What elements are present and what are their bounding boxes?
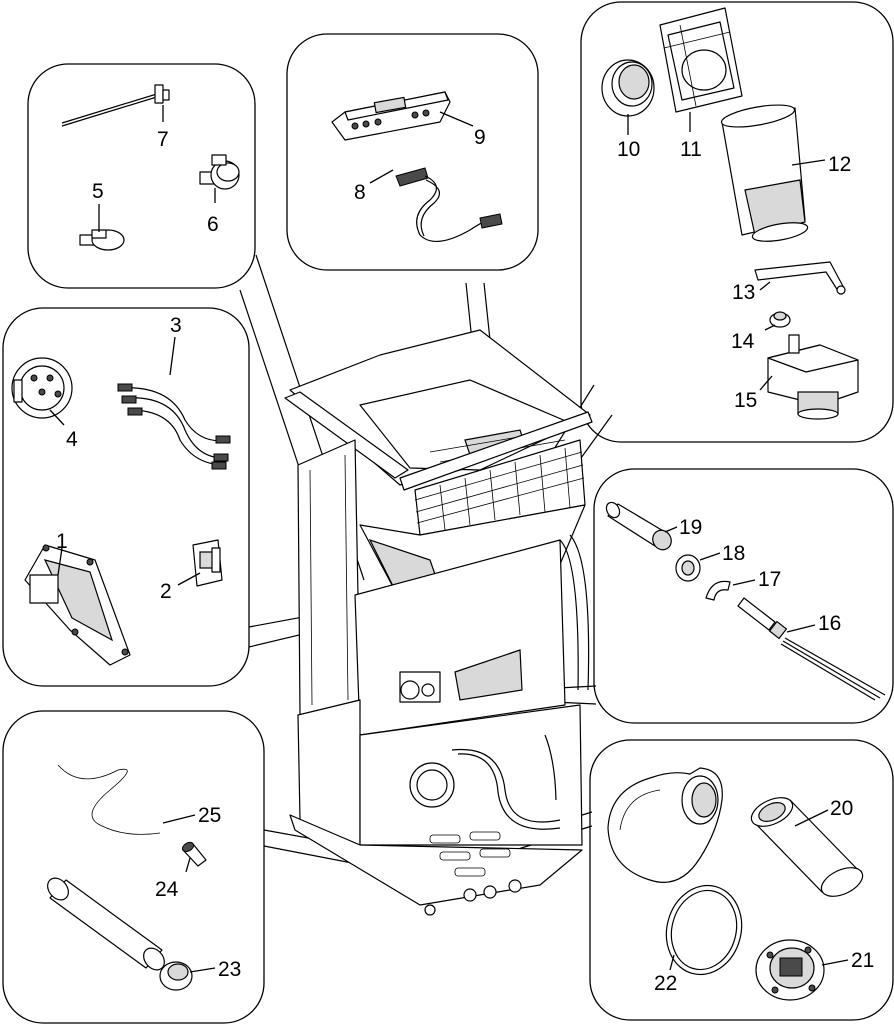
- part-8-wire-harness: [395, 167, 503, 242]
- callout-11: 11: [680, 138, 702, 161]
- panel-electrical: [2, 307, 250, 687]
- callout-5: 5: [92, 180, 104, 203]
- callout-14: 14: [731, 330, 755, 353]
- callout-13: 13: [732, 281, 755, 304]
- part-1-control-board: [24, 544, 131, 666]
- callout-20: 20: [830, 797, 853, 820]
- callout-1: 1: [56, 530, 68, 553]
- callout-3: 3: [170, 314, 182, 337]
- callout-12: 12: [828, 153, 851, 176]
- panel-accessories: [2, 710, 265, 1024]
- part-9-control-panel: [331, 91, 451, 141]
- panel-flue: [580, 1, 894, 443]
- callout-18: 18: [722, 542, 745, 565]
- callout-15: 15: [734, 389, 757, 412]
- callout-21: 21: [851, 949, 874, 972]
- boiler-cabinet: [284, 329, 593, 916]
- part-20-blower-tube: [750, 797, 864, 897]
- part-4-pressure-switch: [11, 357, 73, 419]
- part-23-cap: [159, 961, 193, 991]
- part-7-probe: [61, 84, 170, 127]
- part-16-ignition-rod: [737, 597, 886, 701]
- part-19-igniter-tube: [605, 501, 672, 551]
- callout-19: 19: [679, 516, 702, 539]
- part-15-gear-motor: [767, 334, 859, 420]
- part-14-spacer: [769, 311, 791, 328]
- part-12-combustion-chamber: [720, 104, 809, 242]
- part-17-clamp: [705, 580, 731, 601]
- callout-23: 23: [218, 958, 241, 981]
- callout-9: 9: [474, 126, 486, 149]
- part-21-blower-motor: [755, 939, 825, 1001]
- callout-8: 8: [354, 181, 366, 204]
- panel-top-left: [27, 63, 256, 289]
- part-10-flue-collar: [601, 59, 655, 117]
- callout-17: 17: [758, 568, 781, 591]
- part-22-gasket: [665, 884, 743, 976]
- part-25-cord: [57, 764, 161, 835]
- callout-2: 2: [160, 580, 172, 603]
- callout-6: 6: [207, 213, 219, 236]
- part-22-pipe: [47, 877, 165, 971]
- part-24-screw: [181, 841, 207, 867]
- callout-4: 4: [66, 428, 78, 451]
- callout-22: 22: [654, 972, 677, 995]
- part-blower-housing: [607, 767, 723, 883]
- panel-blower: [589, 739, 894, 1021]
- callout-24: 24: [155, 878, 179, 901]
- callout-7: 7: [157, 128, 169, 151]
- part-6-thermostat: [199, 154, 240, 190]
- part-2-power-inlet: [192, 539, 223, 587]
- part-18-gasket: [675, 554, 701, 582]
- callout-25: 25: [198, 804, 221, 827]
- part-3-wiring: [117, 383, 231, 470]
- callout-16: 16: [818, 612, 841, 635]
- panel-controls: [286, 33, 539, 271]
- part-5-sensor: [79, 229, 125, 251]
- part-13-bracket: [754, 261, 846, 295]
- part-11-flue-plate: [659, 7, 743, 113]
- panel-ignition: [593, 468, 894, 724]
- callout-10: 10: [617, 138, 640, 161]
